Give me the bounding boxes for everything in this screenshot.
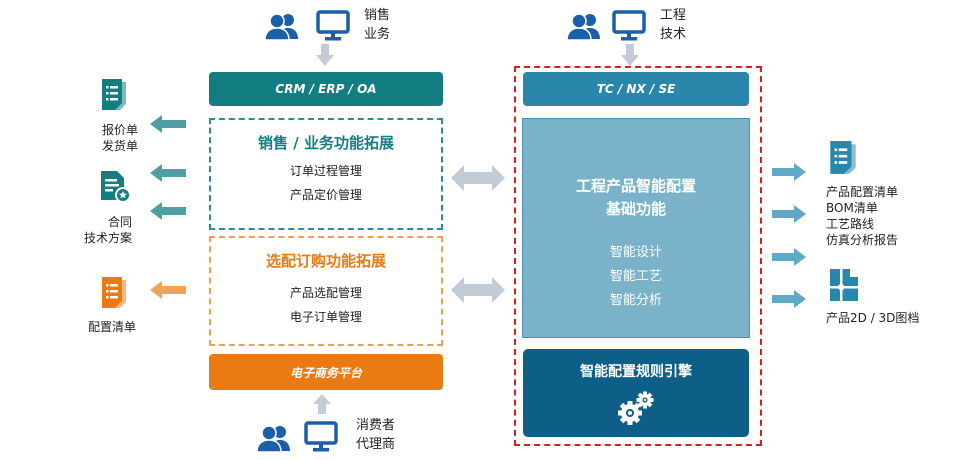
sales-function-box: 销售 / 业务功能拓展 订单过程管理 产品定价管理 bbox=[209, 118, 443, 230]
document-list-icon bbox=[830, 141, 856, 174]
sales-users-group: 销售 业务 bbox=[264, 8, 414, 44]
monitor-icon bbox=[316, 10, 350, 41]
output-label: 产品配置清单 bbox=[826, 185, 899, 199]
sales-label-line1: 销售 bbox=[364, 8, 391, 23]
arrow-right-icon bbox=[772, 163, 806, 181]
document-list-icon bbox=[102, 277, 126, 308]
output-label: 工艺路线 bbox=[826, 217, 875, 231]
arrow-left-icon bbox=[150, 202, 186, 220]
arrow-down-icon bbox=[316, 44, 334, 66]
output-label: 仿真分析报告 bbox=[826, 233, 899, 247]
sales-function-title: 销售 / 业务功能拓展 bbox=[258, 134, 394, 152]
rule-engine-box: 智能配置规则引擎 bbox=[523, 349, 749, 437]
core-function-item: 智能设计 bbox=[609, 245, 662, 260]
arrow-right-icon bbox=[772, 248, 806, 266]
arrow-right-icon bbox=[772, 205, 806, 223]
people-icon bbox=[566, 13, 600, 40]
bidirectional-arrow-icon bbox=[451, 277, 505, 303]
intelligent-config-system-frame bbox=[514, 66, 762, 446]
tc-nx-se-bar: TC / NX / SE bbox=[523, 72, 749, 106]
arrow-right-icon bbox=[772, 290, 806, 308]
config-order-item: 产品选配管理 bbox=[289, 286, 362, 300]
sales-function-item: 订单过程管理 bbox=[289, 164, 362, 178]
output-label: 技术方案 bbox=[83, 231, 132, 245]
core-function-box: 工程产品智能配置 基础功能 智能设计 智能工艺 智能分析 bbox=[522, 118, 750, 338]
output-label: BOM清单 bbox=[826, 201, 878, 215]
arrow-left-icon bbox=[150, 115, 186, 133]
ecommerce-platform-bar: 电子商务平台 bbox=[209, 354, 443, 390]
config-order-title: 选配订购功能拓展 bbox=[265, 252, 386, 270]
output-label: 配置清单 bbox=[87, 320, 136, 334]
gears-icon bbox=[618, 391, 654, 425]
document-list-icon bbox=[102, 79, 126, 110]
monitor-icon bbox=[612, 10, 646, 41]
sales-label-line2: 业务 bbox=[364, 27, 391, 42]
core-function-item: 智能工艺 bbox=[609, 269, 662, 284]
engineering-label-line2: 技术 bbox=[660, 27, 687, 42]
arrow-left-icon bbox=[150, 164, 186, 182]
consumer-label-line1: 消费者 bbox=[356, 418, 396, 433]
output-label: 报价单 bbox=[101, 123, 138, 137]
drawing-icon bbox=[830, 269, 858, 301]
output-label: 产品2D / 3D图档 bbox=[826, 311, 920, 325]
consumer-users-group: 消费者 代理商 bbox=[256, 416, 416, 456]
arrow-left-icon bbox=[150, 281, 186, 299]
people-icon bbox=[256, 425, 290, 452]
engineering-label-line1: 工程 bbox=[660, 8, 687, 23]
arrow-up-icon bbox=[313, 394, 331, 414]
rule-engine-title: 智能配置规则引擎 bbox=[580, 364, 692, 380]
bidirectional-arrow-icon bbox=[451, 165, 505, 191]
monitor-icon bbox=[304, 421, 338, 452]
output-label: 发货单 bbox=[101, 139, 138, 153]
sales-function-item: 产品定价管理 bbox=[289, 188, 362, 202]
core-function-title: 工程产品智能配置 基础功能 bbox=[575, 177, 696, 218]
consumer-label-line2: 代理商 bbox=[356, 437, 396, 452]
people-icon bbox=[264, 13, 298, 40]
config-order-box: 选配订购功能拓展 产品选配管理 电子订单管理 bbox=[209, 236, 443, 346]
core-function-item: 智能分析 bbox=[609, 293, 662, 308]
arrow-down-icon bbox=[621, 44, 639, 66]
document-star-icon bbox=[101, 171, 131, 203]
crm-erp-oa-bar: CRM / ERP / OA bbox=[209, 72, 443, 106]
config-order-item: 电子订单管理 bbox=[289, 310, 362, 324]
output-label: 合同 bbox=[107, 215, 132, 229]
engineering-users-group: 工程 技术 bbox=[566, 8, 716, 44]
